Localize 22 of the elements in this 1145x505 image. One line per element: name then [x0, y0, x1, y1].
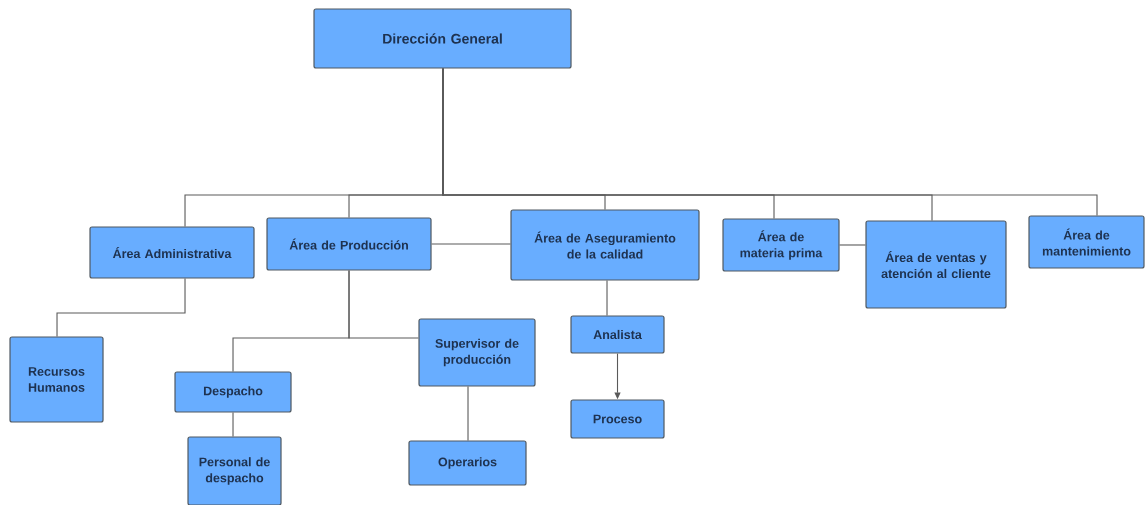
- org-box: Área de mantenimiento: [1028, 215, 1145, 269]
- org-box: Operarios: [408, 440, 527, 486]
- org-box: Área de Aseguramiento de la calidad: [510, 209, 700, 281]
- org-box: Dirección General: [313, 8, 572, 69]
- org-box: Personal de despacho: [187, 436, 282, 505]
- connector-line: [839, 244, 866, 246]
- org-box: Despacho: [174, 371, 292, 413]
- org-box: Área de Producción: [266, 217, 432, 271]
- org-box: Área de ventas y atención al cliente: [865, 220, 1007, 309]
- org-box: Analista: [570, 315, 665, 354]
- org-box: Supervisor de producción: [418, 318, 536, 387]
- connector-line: [467, 386, 469, 441]
- connector-line: [232, 412, 234, 437]
- org-box: Área de materia prima: [722, 218, 840, 272]
- connector-line: [56, 278, 186, 337]
- org-box: Recursos Humanos: [9, 336, 104, 423]
- org-box: Proceso: [570, 399, 665, 439]
- org-box: Área Administrativa: [89, 226, 255, 279]
- connector-line: [431, 243, 511, 245]
- connector-line: [348, 270, 419, 339]
- connector-line: [606, 280, 608, 316]
- connector-line: [442, 68, 1098, 216]
